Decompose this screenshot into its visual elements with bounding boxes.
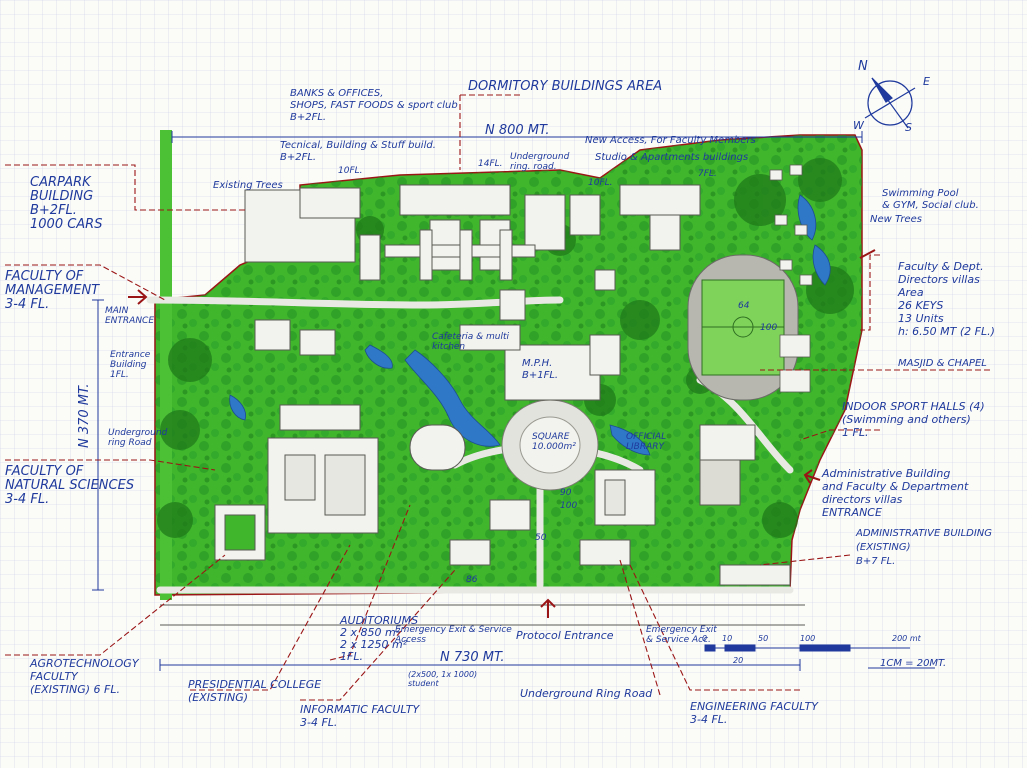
label-protocol-entrance: Protocol Entrance [516, 629, 614, 642]
label-fl-7: 7FL. [698, 169, 717, 179]
water-features [229, 194, 831, 456]
label-emergency-right: Emergency Exit & Service Acc. [646, 625, 717, 645]
label-track-100: 100 [760, 323, 778, 333]
label-dormitory: DORMITORY BUILDINGS AREA [468, 79, 663, 94]
entrance-arrows [128, 249, 876, 618]
label-emergency-left: Emergency Exit & Service Access [395, 625, 512, 645]
scale-tick-50: 50 [758, 634, 769, 643]
label-underground-ring-bottom: Underground Ring Road [520, 687, 653, 700]
auditoriums [409, 424, 466, 471]
label-dim-100: 100 [560, 501, 578, 511]
label-banks: BANKS & OFFICES, SHOPS, FAST FOODS & spo… [290, 88, 458, 123]
label-official-library: OFFICIAL LIBRARY [626, 432, 667, 452]
label-existing-trees: Existing Trees [213, 180, 283, 191]
label-underground-ring-top: Underground ring. road. [510, 152, 570, 172]
compass-rose [864, 77, 916, 129]
compass-south-label: S [905, 121, 912, 134]
label-fl-10b: 10FL. [588, 178, 613, 188]
scale-tick-100: 100 [800, 634, 816, 643]
label-engineering: ENGINEERING FACULTY 3-4 FL. [690, 700, 818, 726]
villas [769, 164, 813, 393]
label-technical: Tecnical, Building & Stuff build. B+2FL. [280, 140, 436, 163]
label-new-access: New Access, For Faculty Members [585, 135, 756, 146]
sports-stadium [687, 254, 799, 401]
label-width-bottom: N 730 MT. [440, 650, 505, 665]
compass-west-label: W [853, 119, 864, 132]
label-square: SQUARE 10.000m² [532, 432, 576, 452]
label-admin-entrance: Administrative Building and Faculty & De… [822, 467, 969, 519]
label-indoor-sport: INDOOR SPORT HALLS (4) (Swimming and oth… [842, 400, 985, 439]
label-presidential: PRESIDENTIAL COLLEGE (EXISTING) [188, 678, 322, 704]
buildings [214, 184, 791, 586]
label-dim-90: 90 [560, 488, 572, 498]
label-track-64: 64 [738, 301, 750, 311]
indoor-sport-halls [699, 424, 756, 461]
compass-east-label: E [923, 75, 930, 88]
scale-tick-10: 10 [722, 634, 733, 643]
technical-building [399, 184, 511, 216]
label-faculty-villas: Faculty & Dept. Directors villas Area 26… [898, 260, 995, 338]
scale-bar [704, 644, 935, 669]
label-carpark: CARPARK BUILDING B+2FL. 1000 CARS [30, 175, 103, 232]
label-auditorium-note: (2x500, 1x 1000) student [408, 670, 478, 688]
label-entrance-building: Entrance Building 1FL. [110, 350, 151, 380]
label-fl-14: 14FL. [478, 159, 503, 169]
label-main-entrance: MAIN ENTRANCE [105, 306, 155, 326]
mph-building [504, 344, 601, 401]
label-scale-note: 1CM = 20MT. [880, 658, 947, 669]
label-width-top: N 800 MT. [485, 123, 550, 138]
label-admin-existing: ADMINISTRATIVE BUILDING (EXISTING) B+7 F… [856, 528, 993, 567]
tree-clusters [157, 158, 854, 538]
label-informatic: INFORMATIC FACULTY 3-4 FL. [300, 703, 420, 729]
label-height-side: N 370 MT. [77, 383, 92, 448]
scale-tick-200: 200 mt [892, 634, 921, 643]
scale-tick-20: 20 [733, 656, 744, 665]
label-auditoriums: AUDITORIUMS 2 x 850 m² 2 x 1250 m² 1FL. [340, 614, 419, 663]
label-new-trees: New Trees [870, 214, 922, 225]
central-square [501, 399, 599, 491]
label-studio: Studio & Apartments buildings [595, 152, 749, 163]
label-underground-ring-left: Underground ring Road [108, 428, 168, 448]
label-agrotechnology: AGROTECHNOLOGY FACULTY (EXISTING) 6 FL. [30, 657, 139, 696]
label-cafeteria: Cafeteria & multi kitchen [432, 332, 510, 352]
label-masjid: MASJID & CHAPEL [898, 358, 987, 369]
label-faculty-natural: FACULTY OF NATURAL SCIENCES 3-4 FL. [5, 464, 135, 507]
label-dim-86: 86 [466, 575, 478, 585]
dimension-lines [92, 131, 863, 671]
label-fl-10a: 10FL. [338, 166, 363, 176]
label-dim-50: 50 [535, 533, 547, 543]
compass-north-label: N [858, 59, 868, 74]
label-mph: M.P.H. B+1FL. [522, 358, 559, 381]
label-faculty-management: FACULTY OF MANAGEMENT 3-4 FL. [5, 269, 100, 312]
leader-lines [5, 94, 990, 701]
label-swimming-pool: Swimming Pool & GYM, Social club. [882, 188, 979, 211]
dorm-block [359, 234, 381, 281]
admin-existing [719, 564, 791, 586]
scale-tick-0: 0 [702, 634, 708, 643]
